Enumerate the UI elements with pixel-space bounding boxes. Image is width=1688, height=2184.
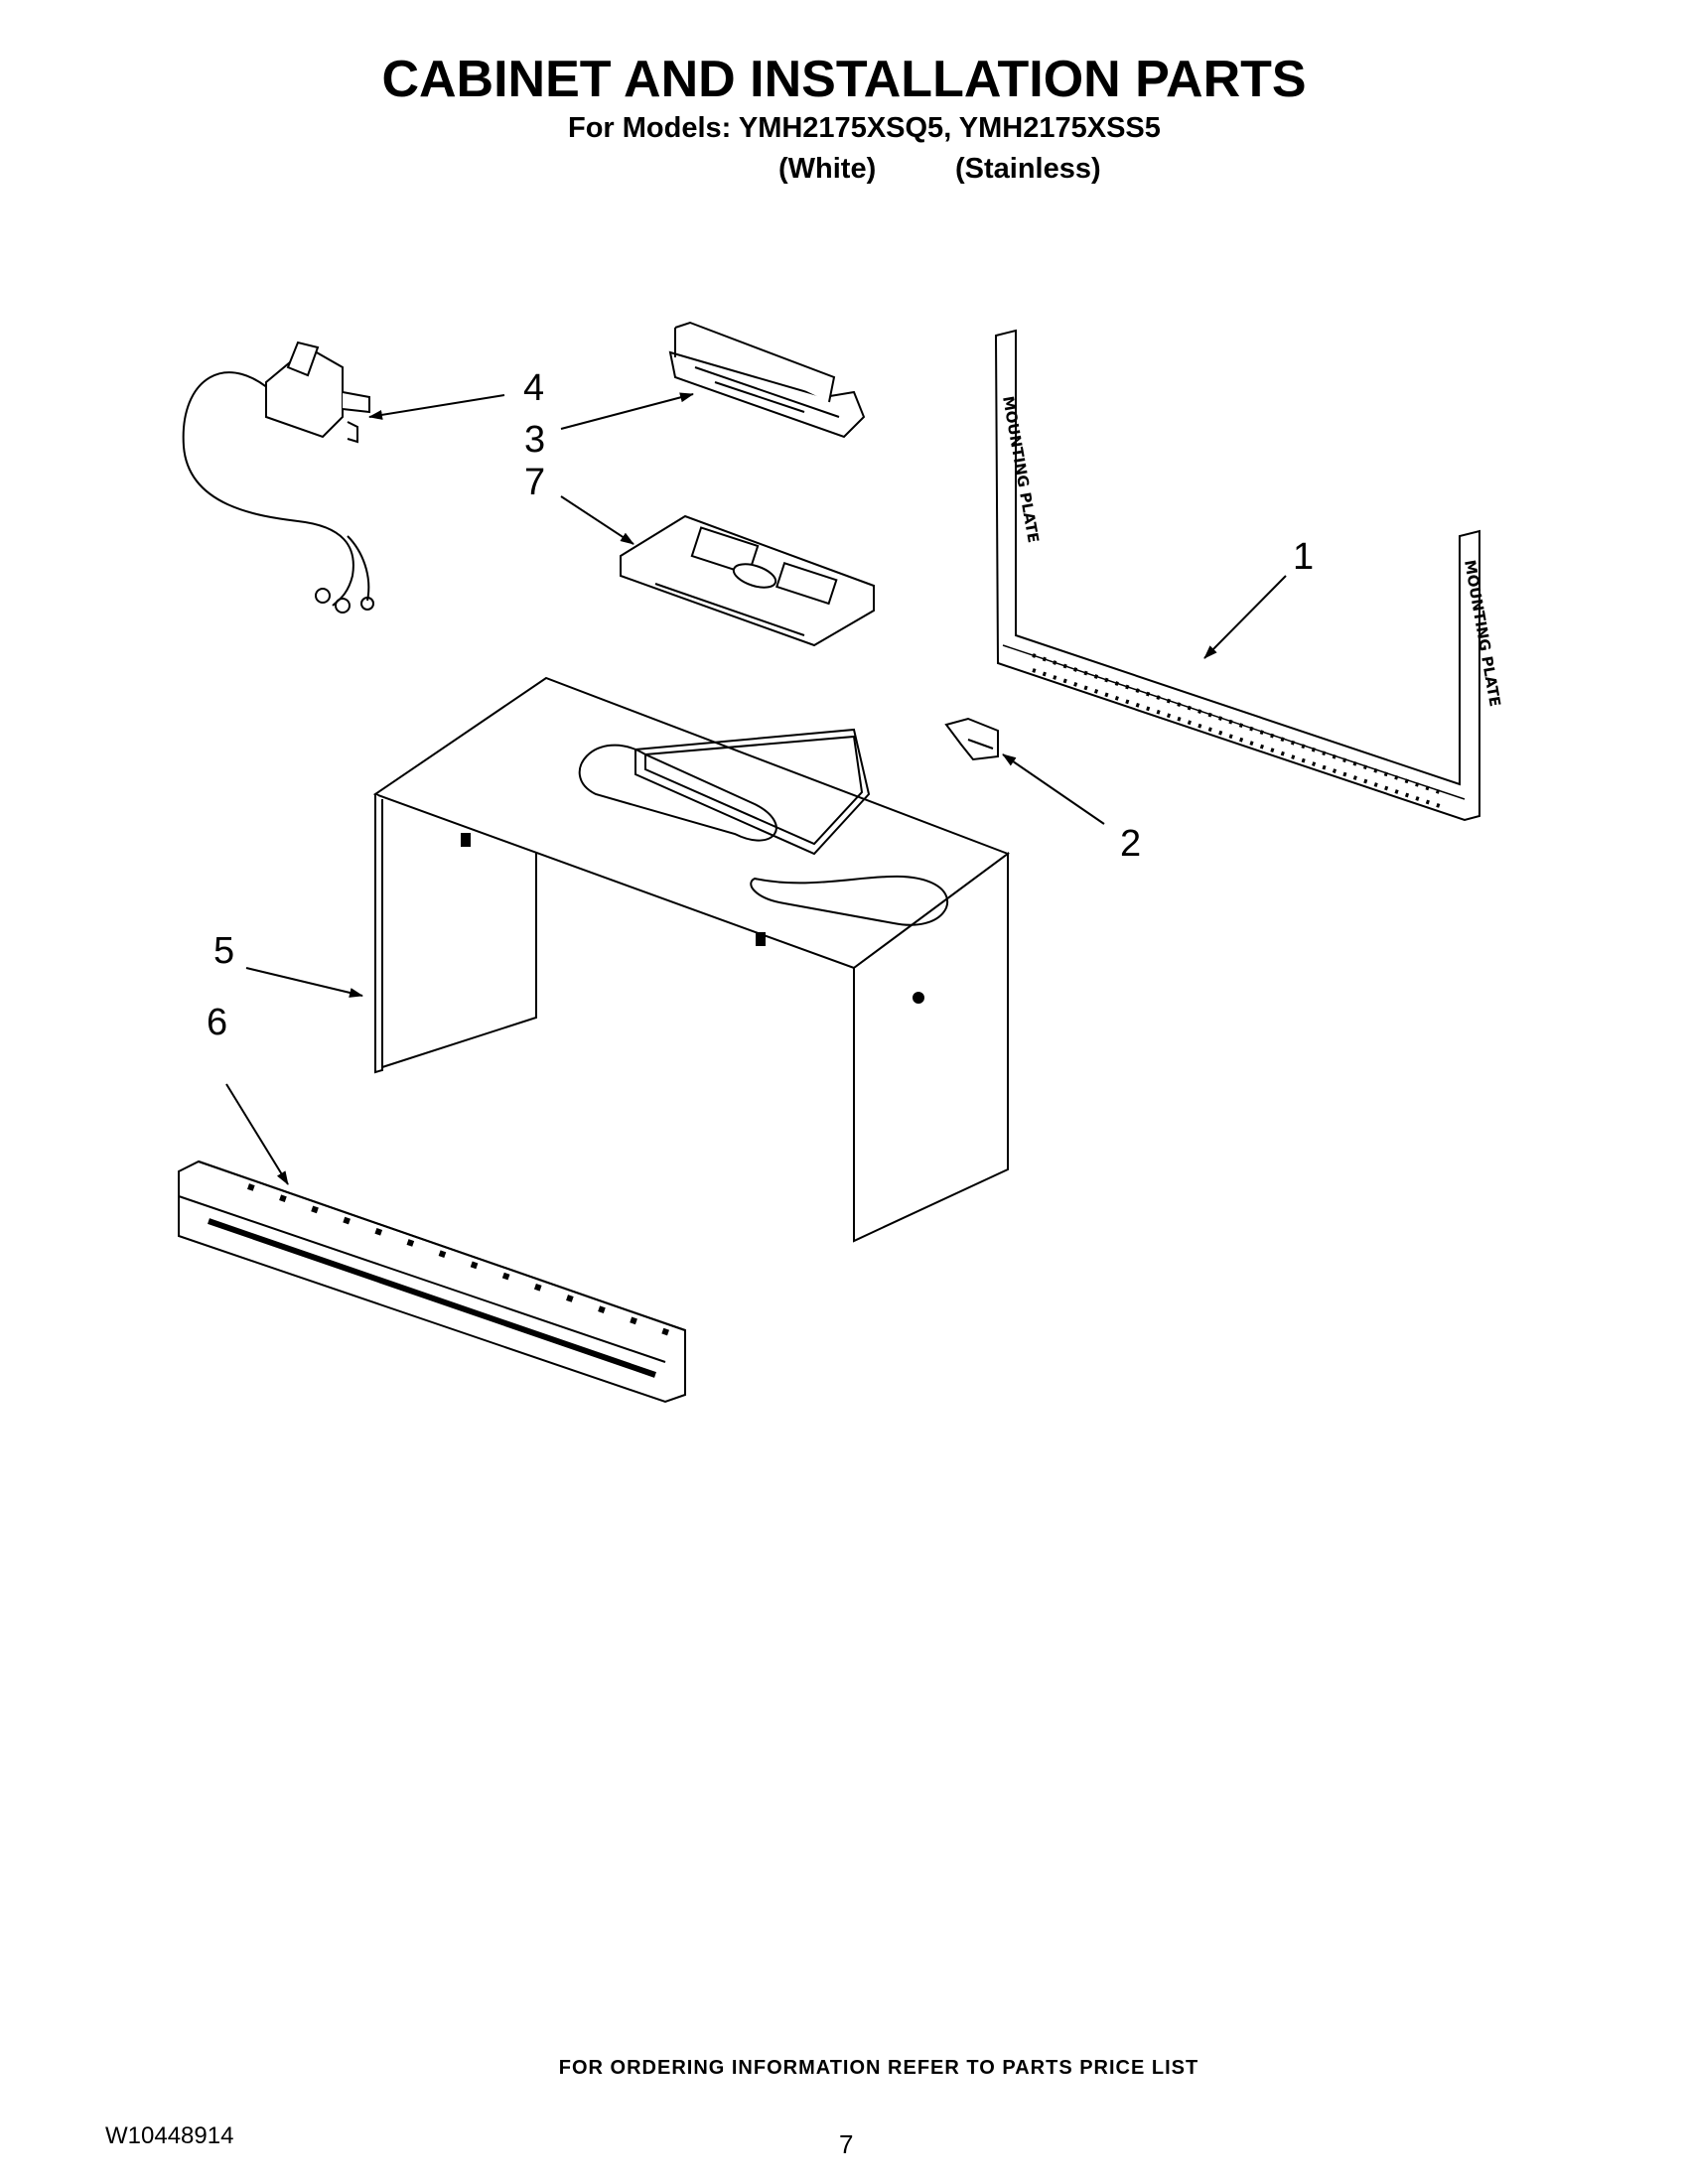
page-number: 7 xyxy=(839,2129,854,2159)
color-white-label: (White) xyxy=(778,153,877,185)
page-title: CABINET AND INSTALLATION PARTS xyxy=(381,51,1307,108)
power-cord-part xyxy=(182,341,374,614)
callout-5: 5 xyxy=(213,930,234,972)
callout-6: 6 xyxy=(207,1002,227,1043)
cabinet-part xyxy=(372,676,1011,1243)
color-stainless-label: (Stainless) xyxy=(955,153,1101,185)
mounting-bracket-part xyxy=(620,514,875,647)
callout-2: 2 xyxy=(1120,823,1141,865)
damper-part xyxy=(668,321,866,439)
callout-3: 3 xyxy=(524,419,545,461)
callout-arrows xyxy=(225,392,1287,1185)
clip-part xyxy=(944,717,999,761)
grille-part xyxy=(178,1160,686,1404)
callout-7: 7 xyxy=(524,462,545,503)
callout-1: 1 xyxy=(1293,536,1314,578)
mounting-plate-part: MOUNTING PLATE MOUNTING PLATE xyxy=(994,329,1504,822)
callout-4: 4 xyxy=(523,367,544,409)
ordering-note: FOR ORDERING INFORMATION REFER TO PARTS … xyxy=(558,2057,1199,2079)
document-number: W10448914 xyxy=(105,2122,234,2149)
models-line: For Models: YMH2175XSQ5, YMH2175XSS5 xyxy=(568,112,1161,144)
